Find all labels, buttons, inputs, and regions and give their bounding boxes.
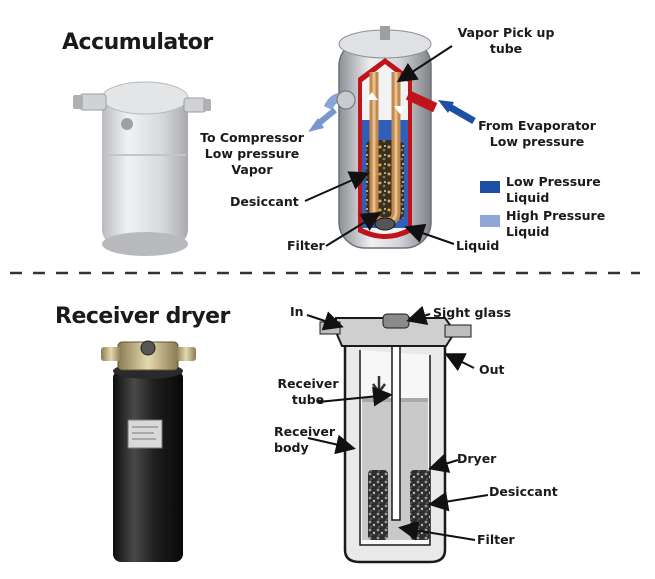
- receiver-in-label: In: [290, 304, 304, 319]
- from-evaporator-label: From Evaporator Low pressure: [474, 118, 600, 150]
- accumulator-heading: Accumulator: [62, 30, 213, 55]
- from-evaporator-line-2: Low pressure: [489, 134, 585, 149]
- legend-low-line-1: Low Pressure: [506, 174, 601, 189]
- accumulator-cutaway: [323, 26, 438, 249]
- receiver-tube-line-2: tube: [291, 392, 325, 407]
- to-compressor-label: To Compressor Low pressure Vapor: [196, 130, 308, 178]
- receiver-body-line-2: body: [274, 440, 309, 455]
- receiver-dryer-cutaway: [319, 313, 472, 564]
- from-evaporator-line-1: From Evaporator: [478, 118, 596, 133]
- receiver-desiccant-label: Desiccant: [489, 484, 558, 499]
- to-compressor-arrow: [308, 118, 324, 132]
- receiver-body-label: Receiver body: [274, 424, 335, 456]
- receiver-tube-line-1: Receiver: [277, 376, 339, 391]
- accumulator-filter-label: Filter: [287, 238, 325, 253]
- receiver-dryer-label: Dryer: [457, 451, 497, 466]
- receiver-body-line-1: Receiver: [274, 424, 336, 439]
- vapor-pickup-line-2: tube: [489, 41, 523, 56]
- to-compressor-line-3: Vapor: [231, 162, 273, 177]
- flow-arrows: [308, 100, 476, 132]
- receiver-tube-label: Receiver tube: [268, 376, 348, 408]
- receiver-sight-glass-label: Sight glass: [433, 305, 512, 320]
- receiver-dryer-heading: Receiver dryer: [55, 304, 230, 329]
- legend-swatch-low-pressure: [480, 181, 500, 193]
- to-compressor-line-2: Low pressure: [204, 146, 300, 161]
- legend-high-line-2: Liquid: [506, 224, 550, 239]
- receiver-out-label: Out: [479, 362, 505, 377]
- from-evaporator-arrow: [438, 100, 454, 113]
- vapor-pickup-line-1: Vapor Pick up: [457, 25, 555, 40]
- accumulator-desiccant-label: Desiccant: [230, 194, 299, 209]
- accumulator-leaders: [304, 45, 455, 247]
- vapor-pickup-label: Vapor Pick up tube: [448, 25, 564, 57]
- legend-high-line-1: High Pressure: [506, 208, 606, 223]
- to-compressor-line-1: To Compressor: [200, 130, 304, 145]
- legend-label-low-pressure: Low Pressure Liquid: [506, 174, 601, 206]
- accumulator-photo: [73, 81, 211, 256]
- receiver-dryer-photo: [101, 340, 196, 562]
- legend-swatch-high-pressure: [480, 215, 500, 227]
- legend-label-high-pressure: High Pressure Liquid: [506, 208, 605, 240]
- receiver-filter-label: Filter: [477, 532, 515, 547]
- accumulator-liquid-label: Liquid: [456, 238, 500, 253]
- legend-low-line-2: Liquid: [506, 190, 550, 205]
- receiver-leaders: [306, 305, 489, 541]
